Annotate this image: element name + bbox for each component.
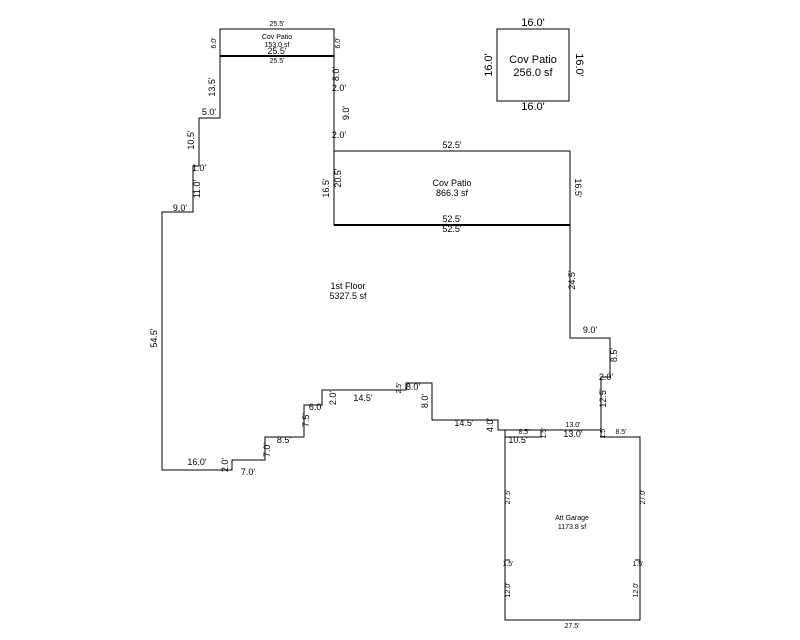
area-name: Cov Patio bbox=[432, 178, 471, 188]
dim-label: 24.5' bbox=[567, 270, 577, 290]
dim-label: 12.0' bbox=[633, 583, 640, 598]
dim-label: 9.0' bbox=[173, 203, 188, 213]
area-value: 866.3 sf bbox=[436, 188, 469, 198]
dim-label: 14.5' bbox=[454, 418, 474, 428]
detached-cov-patio-outline bbox=[496, 28, 570, 102]
dim-label: 16.5' bbox=[573, 178, 583, 198]
dim-label: 52.5' bbox=[442, 214, 462, 224]
dim-label: 25.5' bbox=[267, 46, 287, 56]
dim-label: 2.0' bbox=[599, 372, 614, 382]
dim-label: 16.0' bbox=[521, 101, 545, 113]
dim-label: 2.0' bbox=[328, 391, 338, 406]
dim-label: 1.5' bbox=[502, 561, 513, 568]
dim-label: 2.5' bbox=[396, 382, 403, 393]
dim-label: 10.5' bbox=[508, 435, 528, 445]
area-name: 1st Floor bbox=[330, 281, 365, 291]
dim-label: 8.5' bbox=[518, 429, 529, 436]
dim-label: 16.0' bbox=[483, 53, 495, 77]
area-value: 153.0 sf bbox=[265, 42, 290, 49]
dim-label: 8.0' bbox=[420, 394, 430, 409]
dim-label: 8.5' bbox=[609, 348, 619, 363]
dim-label: 11.0' bbox=[192, 179, 202, 198]
dim-label: 1.5' bbox=[600, 427, 607, 438]
dim-label: 6.0' bbox=[211, 37, 218, 48]
dim-label: 54.5' bbox=[149, 328, 159, 348]
dim-label: 8.0' bbox=[406, 382, 421, 392]
dim-label: 16.0' bbox=[573, 53, 585, 77]
dim-label: 52.5' bbox=[442, 224, 462, 234]
area-name: Att Garage bbox=[555, 515, 589, 522]
dim-label: 52.5' bbox=[442, 140, 462, 150]
area-value: 256.0 sf bbox=[513, 67, 553, 79]
dim-label: 10.5' bbox=[186, 130, 196, 150]
dim-label: 4.0' bbox=[485, 418, 495, 433]
dim-label: 2.0' bbox=[332, 130, 347, 140]
dim-label: 1.5' bbox=[541, 427, 548, 438]
dim-label: 12.5' bbox=[598, 388, 608, 408]
dim-label: 9.0' bbox=[341, 106, 351, 121]
area-name: Cov Patio bbox=[262, 34, 292, 41]
dim-label: 2.0' bbox=[220, 458, 230, 473]
dim-label: 6.0' bbox=[335, 37, 342, 48]
dim-label: 27.0' bbox=[640, 490, 647, 505]
dim-label: 1.0' bbox=[192, 163, 207, 173]
dim-label: 8.5' bbox=[277, 435, 292, 445]
dim-label: 25.5' bbox=[270, 21, 285, 28]
dim-label: 16.0' bbox=[187, 457, 207, 467]
dim-label: 6.0' bbox=[309, 402, 324, 412]
dim-label: 2.0' bbox=[332, 83, 347, 93]
dim-label: 16.0' bbox=[521, 17, 545, 29]
garage-outline bbox=[504, 429, 641, 621]
dim-label: 7.0' bbox=[241, 467, 256, 477]
dim-label: 5.0' bbox=[202, 107, 217, 117]
dim-label: 8.0' bbox=[331, 67, 341, 82]
dim-label: 12.0' bbox=[505, 583, 512, 598]
dim-label: 7.5' bbox=[301, 413, 311, 428]
first-floor-outline bbox=[161, 56, 611, 471]
dim-label: 16.5' bbox=[321, 178, 331, 198]
dim-label: 1.5' bbox=[632, 561, 643, 568]
dim-label: 27.5' bbox=[505, 490, 512, 505]
dim-label: 27.5' bbox=[565, 623, 580, 630]
area-name: Cov Patio bbox=[509, 54, 557, 66]
dim-label: 8.5' bbox=[615, 429, 626, 436]
dim-label: 9.0' bbox=[583, 325, 598, 335]
dim-label: 7.0' bbox=[262, 443, 272, 458]
area-value: 5327.5 sf bbox=[329, 291, 367, 301]
dim-label: 20.5' bbox=[333, 168, 343, 188]
area-value: 1173.8 sf bbox=[558, 524, 586, 531]
dim-label: 25.5' bbox=[270, 58, 285, 65]
dim-label: 13.0' bbox=[566, 422, 581, 429]
dim-label: 13.0' bbox=[563, 429, 583, 439]
dim-label: 14.5' bbox=[353, 393, 373, 403]
dim-label: 13.5' bbox=[207, 77, 217, 97]
